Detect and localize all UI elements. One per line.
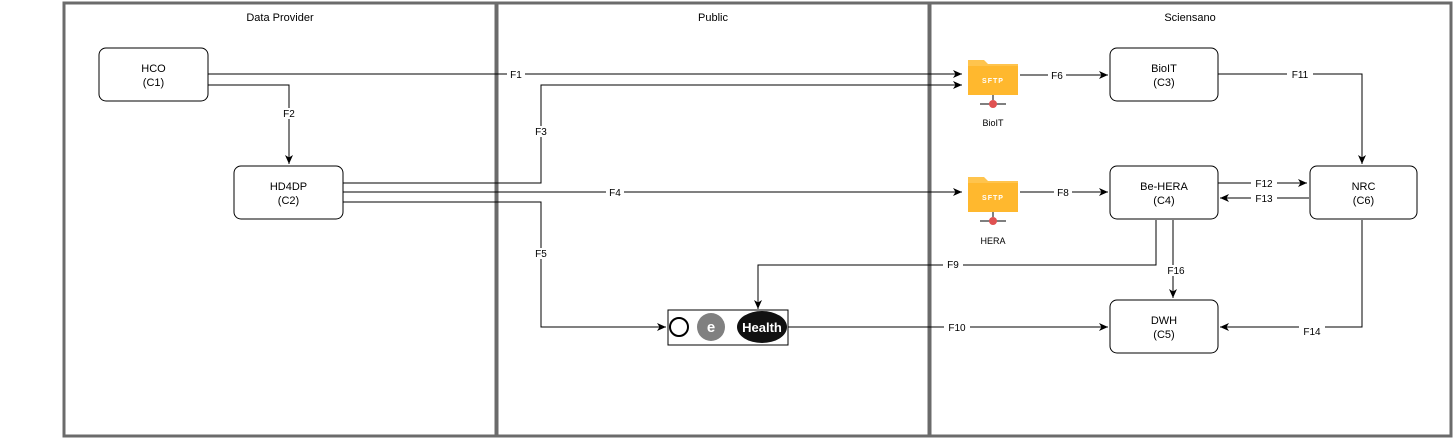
edge-label-f1: F1 xyxy=(510,70,522,81)
sftp-folder-icon: SFTP xyxy=(968,60,1018,108)
ehealth-platform[interactable]: e Health xyxy=(667,309,789,346)
node-hd4dp[interactable]: HD4DP (C2) xyxy=(233,165,344,220)
ehealth-health-badge xyxy=(737,311,787,343)
node-hd4dp-name: HD4DP xyxy=(270,181,307,193)
edge-label-f11: F11 xyxy=(1292,70,1309,81)
edge-f11[interactable] xyxy=(1218,73,1366,164)
node-hd4dp-code: (C2) xyxy=(278,195,299,207)
edge-label-f5: F5 xyxy=(535,249,547,260)
sftp-label-bioit: BioIT xyxy=(982,118,1004,128)
edge-label-f12: F12 xyxy=(1255,179,1273,190)
edge-label-f16: F16 xyxy=(1167,266,1185,277)
lane-title-data-provider: Data Provider xyxy=(246,12,314,24)
edge-label-f10: F10 xyxy=(948,323,966,334)
node-dwh-name: DWH xyxy=(1151,315,1177,327)
sftp-hera[interactable]: SFTP HERA xyxy=(968,177,1018,246)
edge-f2[interactable] xyxy=(208,84,293,164)
edge-label-f6: F6 xyxy=(1051,71,1063,82)
ehealth-health-text: Health xyxy=(742,320,782,335)
node-bioit-name: BioIT xyxy=(1151,63,1177,75)
lane-title-public: Public xyxy=(698,12,728,24)
node-bioit-code: (C3) xyxy=(1153,77,1174,89)
node-dwh-code: (C5) xyxy=(1153,329,1174,341)
ehealth-e-icon xyxy=(697,313,725,341)
node-nrc-name: NRC xyxy=(1352,181,1376,193)
edge-label-f14: F14 xyxy=(1303,327,1321,338)
ehealth-e-text: e xyxy=(707,319,715,336)
lane-title-sciensano: Sciensano xyxy=(1164,12,1215,24)
edge-f14[interactable] xyxy=(1220,220,1363,331)
node-bioit[interactable]: BioIT (C3) xyxy=(1109,47,1219,102)
sftp-bioit[interactable]: SFTP BioIT xyxy=(968,60,1018,128)
edge-labels: F1 F2 F3 F4 F5 F6 F8 F9 F10 F11 F12 F13 … xyxy=(278,69,1325,338)
node-behera-code: (C4) xyxy=(1153,195,1174,207)
node-nrc-code: (C6) xyxy=(1353,195,1374,207)
sftp-badge-bioit: SFTP xyxy=(982,78,1004,85)
node-hco-name: HCO xyxy=(141,63,166,75)
sftp-badge-hera: SFTP xyxy=(982,195,1004,202)
edge-label-f8: F8 xyxy=(1057,188,1069,199)
node-dwh[interactable]: DWH (C5) xyxy=(1109,299,1219,354)
sftp-folder-icon: SFTP xyxy=(968,177,1018,225)
node-behera[interactable]: Be-HERA (C4) xyxy=(1109,165,1219,220)
edge-label-f3: F3 xyxy=(535,127,547,138)
ehealth-ring-icon xyxy=(669,317,689,337)
edge-label-f2: F2 xyxy=(283,109,295,120)
edge-f5[interactable] xyxy=(343,201,666,331)
edge-label-f9: F9 xyxy=(947,260,959,271)
edge-label-f13: F13 xyxy=(1255,194,1273,205)
edge-label-f4: F4 xyxy=(609,188,621,199)
sftp-label-hera: HERA xyxy=(980,236,1005,246)
node-hco-code: (C1) xyxy=(143,77,164,89)
node-nrc[interactable]: NRC (C6) xyxy=(1309,165,1418,220)
node-behera-name: Be-HERA xyxy=(1140,181,1188,193)
node-hco[interactable]: HCO (C1) xyxy=(98,47,209,102)
edges xyxy=(208,70,1366,331)
lane-public: Public xyxy=(495,1,931,438)
